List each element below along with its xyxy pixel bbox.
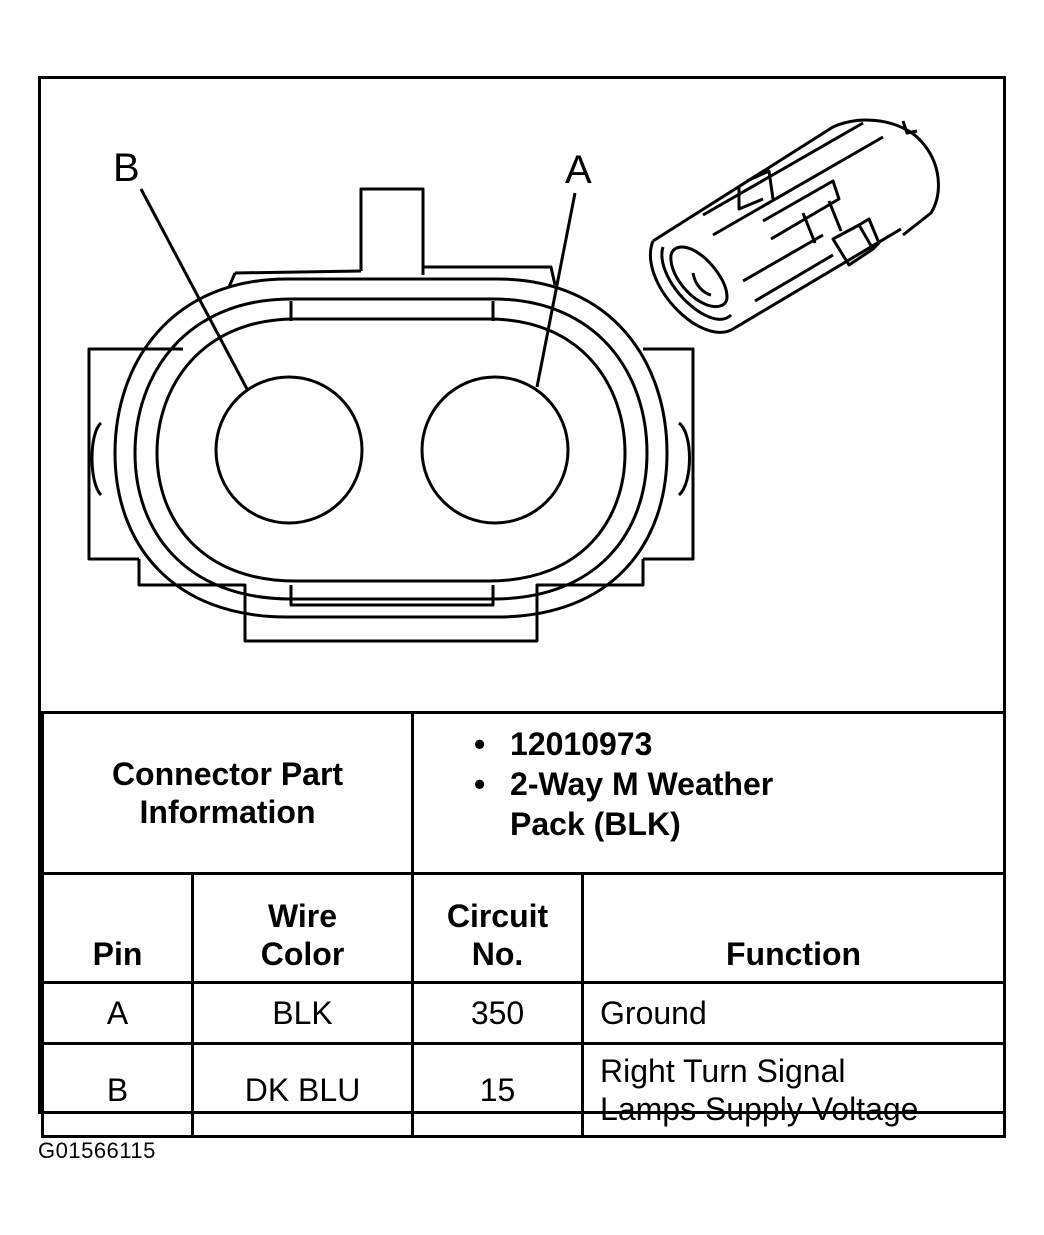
- bottom-keyway: [289, 585, 495, 607]
- header-function: Function: [581, 872, 1007, 984]
- header-wire-color: Wire Color: [190, 872, 415, 984]
- pin-b-leader: [139, 188, 249, 390]
- cell-pin: B: [41, 1042, 194, 1138]
- housing-top-ledge: [234, 265, 557, 286]
- table-row: B DK BLU 15 Right Turn Signal Lamps Supp…: [41, 1042, 1007, 1138]
- pin-a-label: A: [565, 148, 592, 192]
- outer-seal: [113, 277, 669, 619]
- part-number-item: • 12010973: [414, 724, 1003, 764]
- inner-seal: [155, 317, 627, 583]
- top-keyway: [289, 301, 495, 321]
- part-number: 12010973: [510, 726, 653, 762]
- part-info-label-text: Connector Part Information: [111, 756, 344, 830]
- header-pin: Pin: [41, 872, 194, 984]
- table-header-row: Pin Wire Color Circuit No. Function: [41, 872, 1007, 984]
- cell-function: Ground: [581, 981, 1007, 1045]
- header-circuit-text: Circuit No.: [446, 898, 549, 972]
- pin-b-label: B: [113, 146, 140, 190]
- connector-type: 2-Way M Weather Pack (BLK): [510, 766, 774, 842]
- pin-b-cavity: [214, 375, 364, 525]
- cell-function: Right Turn Signal Lamps Supply Voltage: [581, 1042, 1007, 1138]
- connector-type-item: • 2-Way M Weather Pack (BLK): [414, 764, 1003, 844]
- cell-wire-color: BLK: [190, 981, 415, 1045]
- part-info-row: Connector Part Information • 12010973 • …: [40, 711, 1007, 875]
- table-row: A BLK 350 Ground: [41, 981, 1007, 1045]
- housing-bottom: [137, 559, 645, 643]
- bullet-icon: •: [474, 766, 486, 802]
- connector-drawing: B A: [87, 118, 940, 643]
- bullet-icon: •: [474, 726, 486, 762]
- figure-id: G01566115: [38, 1138, 156, 1163]
- diagram-frame: B A Connector Part Information • 1201097…: [38, 76, 1007, 1138]
- pin-a-leader: [535, 192, 577, 388]
- left-bump: [90, 421, 103, 497]
- connector-info-table: Connector Part Information • 12010973 • …: [40, 711, 1007, 1138]
- header-function-text: Function: [725, 936, 862, 972]
- cell-circuit: 15: [411, 1042, 585, 1138]
- header-pin-text: Pin: [92, 936, 143, 972]
- cell-circuit: 350: [411, 981, 585, 1045]
- right-flange: [643, 347, 695, 561]
- connector-perspective: [648, 118, 940, 334]
- header-wire-color-text: Wire Color: [260, 898, 345, 972]
- locking-tab: [359, 187, 425, 275]
- left-flange: [87, 347, 183, 561]
- part-info-values: • 12010973 • 2-Way M Weather Pack (BLK): [411, 711, 1007, 875]
- right-bump: [677, 421, 691, 497]
- pin-a-cavity: [420, 375, 570, 525]
- cell-wire-color: DK BLU: [190, 1042, 415, 1138]
- header-circuit: Circuit No.: [411, 872, 585, 984]
- part-info-label: Connector Part Information: [40, 711, 415, 875]
- cell-pin: A: [41, 981, 194, 1045]
